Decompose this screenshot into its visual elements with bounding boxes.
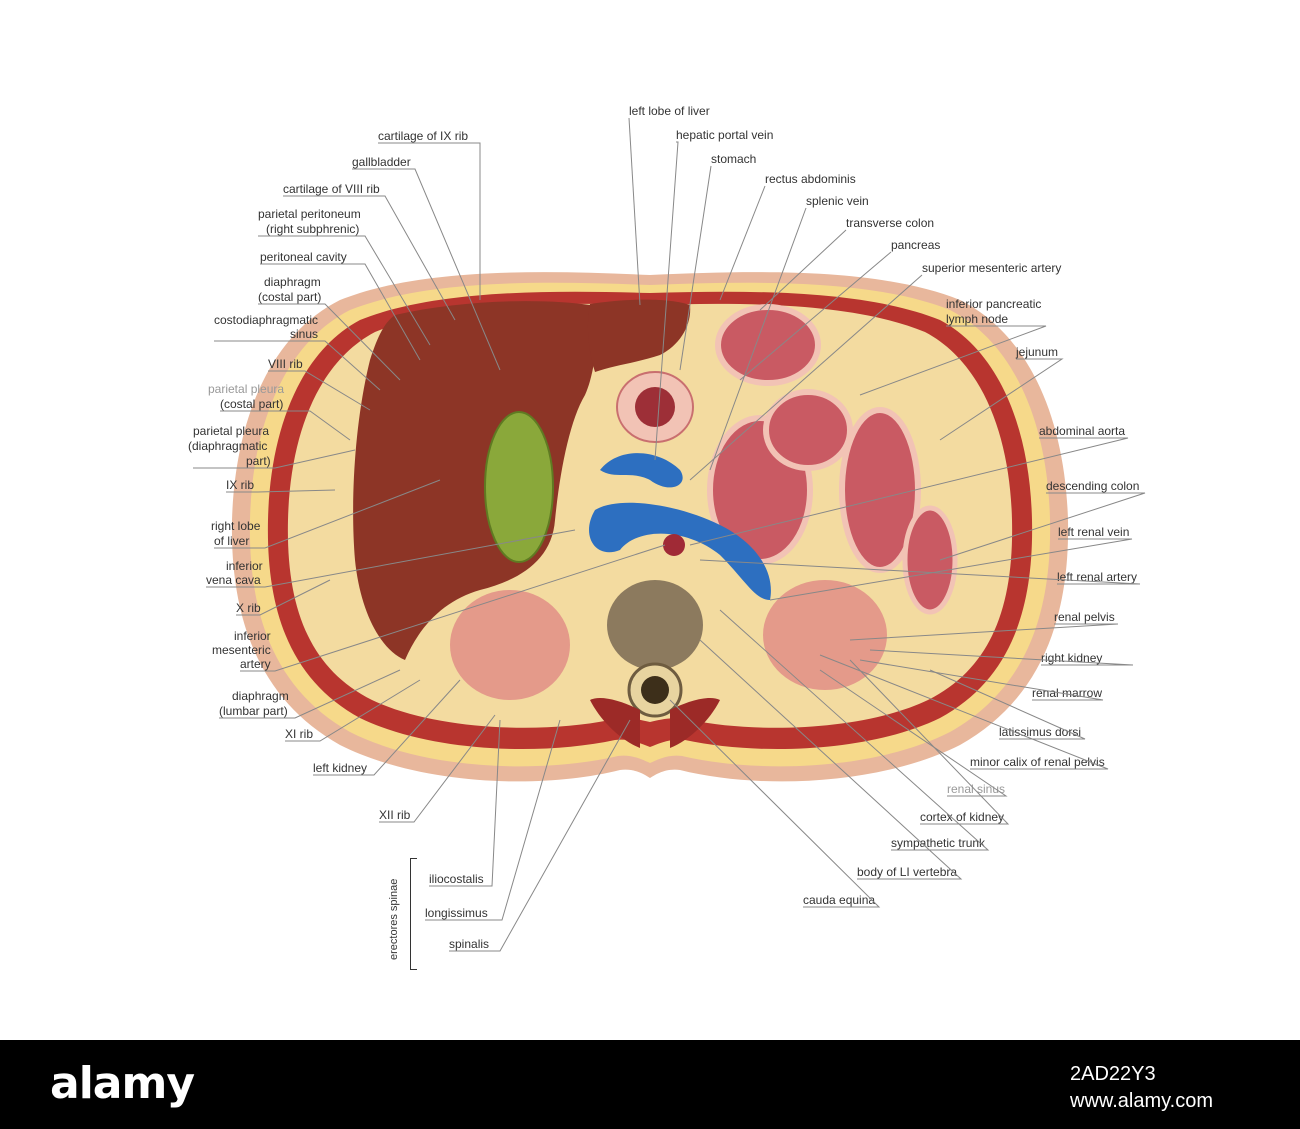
label-pancreas: pancreas: [891, 238, 941, 252]
label-diaphragm-costal-sub: (costal part): [258, 290, 322, 304]
label-transverse-colon: transverse colon: [846, 216, 935, 230]
label-x-rib: X rib: [236, 601, 261, 615]
splenic-portal-vein: [600, 453, 683, 488]
label-left-renal-vein: left renal vein: [1058, 525, 1130, 539]
label-cartilage-viii-rib: cartilage of VIII rib: [283, 182, 380, 196]
erector-spinae-right: [590, 698, 640, 748]
label-ivc-sub: vena cava: [206, 573, 261, 587]
label-peritoneal-cavity: peritoneal cavity: [260, 250, 347, 264]
left-kidney-shape: [763, 580, 887, 690]
label-abdominal-aorta: abdominal aorta: [1039, 424, 1126, 438]
label-right-lobe: right lobe: [211, 519, 261, 533]
gallbladder: [484, 411, 554, 563]
label-hepatic-portal-vein: hepatic portal vein: [676, 128, 774, 142]
watermark-bar: [0, 1040, 1300, 1129]
label-right-lobe-sub: of liver: [214, 534, 250, 548]
label-body-li-vertebra: body of LI vertebra: [857, 865, 958, 879]
label-parietal-pleura-diaph-sub: (diaphragmatic: [188, 439, 268, 453]
label-costodiaphragmatic-sub: sinus: [290, 327, 319, 341]
ivc-left-renal-vein: [589, 502, 771, 600]
label-sympathetic-trunk: sympathetic trunk: [891, 836, 986, 850]
label-cartilage-ix-rib: cartilage of IX rib: [378, 129, 469, 143]
anatomy-figure: [231, 272, 1069, 782]
label-jejunum: jejunum: [1016, 345, 1059, 359]
label-descending-colon: descending colon: [1046, 479, 1140, 493]
label-parietal-pleura-diaph: parietal pleura: [193, 424, 270, 438]
label-diaphragm-lumbar-sub: (lumbar part): [219, 704, 288, 718]
label-minor-calix: minor calix of renal pelvis: [970, 755, 1105, 769]
label-right-kidney: right kidney: [1041, 651, 1103, 665]
liver-right-lobe: [353, 301, 596, 660]
label-parietal-peritoneum-sub: (right subphrenic): [266, 222, 360, 236]
label-gallbladder: gallbladder: [352, 155, 411, 169]
label-longissimus: longissimus: [425, 906, 488, 920]
label-ivc: inferior: [226, 559, 263, 573]
image-id: 2AD22Y3: [1070, 1063, 1156, 1085]
right-kidney-shape: [450, 590, 570, 700]
abdominal-aorta: [663, 534, 685, 556]
cauda-equina-bundle: [641, 676, 669, 704]
label-ima-sub: mesenteric: [212, 643, 271, 657]
label-parietal-pleura-costal: parietal pleura: [208, 382, 285, 396]
label-cauda-equina: cauda equina: [803, 893, 876, 907]
erectores-bracket: [410, 858, 417, 970]
label-spinalis: spinalis: [449, 937, 490, 951]
label-iliocostalis: iliocostalis: [429, 872, 484, 886]
label-inf-pancreatic-sub: lymph node: [946, 312, 1009, 326]
label-diaphragm-lumbar: diaphragm: [232, 689, 289, 703]
label-renal-pelvis: renal pelvis: [1054, 610, 1115, 624]
vertebral-body: [607, 580, 703, 670]
label-cortex-kidney: cortex of kidney: [920, 810, 1005, 824]
label-ima-sub2: artery: [240, 657, 271, 671]
label-inf-pancreatic: inferior pancreatic: [946, 297, 1042, 311]
label-left-kidney: left kidney: [313, 761, 368, 775]
label-left-lobe-liver: left lobe of liver: [629, 104, 710, 118]
label-costodiaphragmatic: costodiaphragmatic: [214, 313, 319, 327]
leader-lines: [193, 117, 1146, 952]
label-xii-rib: XII rib: [379, 808, 411, 822]
label-viii-rib: VIII rib: [268, 357, 303, 371]
label-stomach: stomach: [711, 152, 757, 166]
transverse-colon: [715, 304, 821, 386]
label-sma: superior mesenteric artery: [922, 261, 1062, 275]
label-ima: inferior: [234, 629, 271, 643]
jejunum-2: [763, 389, 853, 471]
liver-left-lobe: [587, 299, 691, 372]
descending-colon: [902, 505, 958, 615]
alamy-logo: alamy: [50, 1058, 195, 1109]
label-diaphragm-costal: diaphragm: [264, 275, 321, 289]
erector-spinae-left: [670, 698, 720, 748]
alamy-url: www.alamy.com: [1070, 1090, 1213, 1112]
label-parietal-pleura-diaph-sub2: part): [246, 454, 271, 468]
label-splenic-vein: splenic vein: [806, 194, 869, 208]
label-xi-rib: XI rib: [285, 727, 314, 741]
label-parietal-pleura-costal-sub: (costal part): [220, 397, 284, 411]
cross-section-illustration: [231, 272, 1069, 782]
label-rectus-abdominis: rectus abdominis: [765, 172, 856, 186]
label-ix-rib: IX rib: [226, 478, 255, 492]
label-parietal-peritoneum: parietal peritoneum: [258, 207, 361, 221]
